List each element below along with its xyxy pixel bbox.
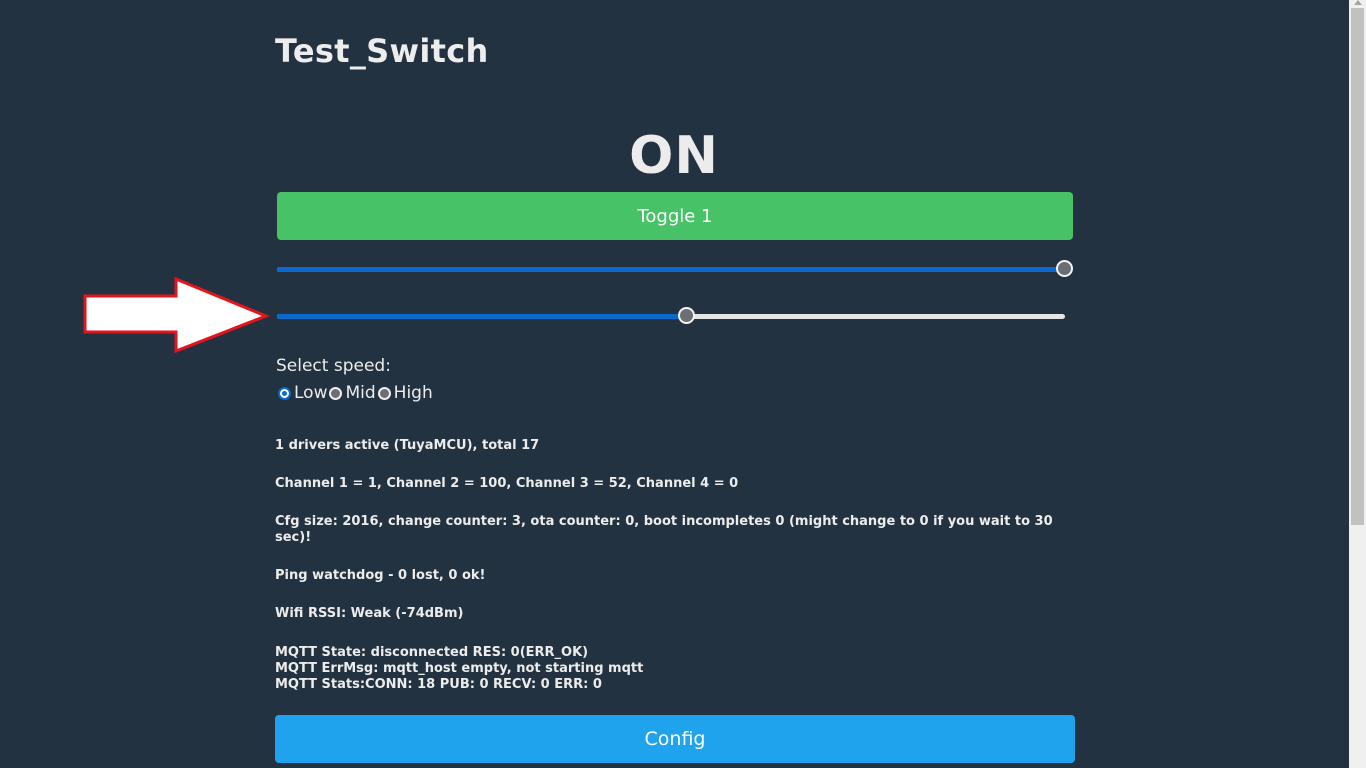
slider-thumb[interactable]	[1056, 260, 1073, 277]
speed-label: Select speed:	[276, 356, 391, 376]
wifi-info: Wifi RSSI: Weak (-74dBm)	[275, 606, 464, 621]
speed-radio-group: Low Mid High	[278, 383, 435, 403]
toggle-button[interactable]: Toggle 1	[277, 192, 1073, 240]
cfg-info: Cfg size: 2016, change counter: 3, ota c…	[275, 514, 1053, 545]
radio-mid[interactable]	[329, 386, 343, 400]
page-title: Test_Switch	[275, 32, 489, 70]
config-button[interactable]: Config	[275, 715, 1075, 763]
slider-fill	[277, 267, 1065, 272]
mqtt-state-info: MQTT State: disconnected RES: 0(ERR_OK)	[275, 645, 589, 660]
scrollbar-thumb[interactable]	[1351, 8, 1364, 525]
scroll-up-icon[interactable]	[1354, 0, 1362, 5]
slider-thumb[interactable]	[677, 307, 695, 324]
red-arrow-icon	[83, 276, 271, 354]
state-indicator: ON	[629, 126, 719, 186]
radio-high[interactable]	[377, 386, 391, 400]
mqtt-errmsg-info: MQTT ErrMsg: mqtt_host empty, not starti…	[275, 661, 644, 676]
radio-low[interactable]	[278, 386, 291, 400]
dimmer-slider-2[interactable]	[277, 307, 1065, 324]
channels-info: Channel 1 = 1, Channel 2 = 100, Channel …	[275, 476, 739, 491]
dimmer-slider-1[interactable]	[277, 260, 1073, 277]
radio-low-label: Low	[294, 383, 328, 403]
mqtt-stats-info: MQTT Stats:CONN: 18 PUB: 0 RECV: 0 ERR: …	[275, 677, 602, 692]
radio-high-label: High	[393, 383, 433, 403]
drivers-info: 1 drivers active (TuyaMCU), total 17	[275, 438, 540, 453]
ping-info: Ping watchdog - 0 lost, 0 ok!	[275, 568, 486, 583]
radio-mid-label: Mid	[345, 383, 376, 403]
slider-fill	[277, 314, 687, 319]
